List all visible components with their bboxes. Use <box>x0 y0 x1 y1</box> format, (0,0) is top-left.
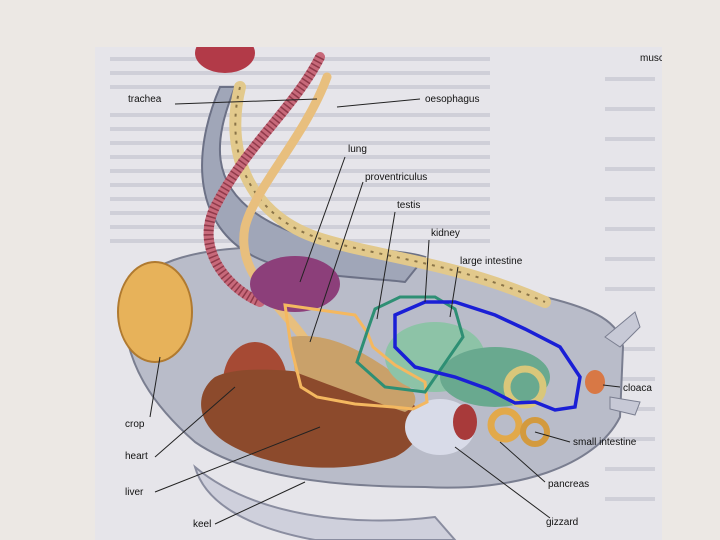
label-liver: liver <box>125 487 144 498</box>
label-cloaca: cloaca <box>623 383 652 394</box>
teal-outline <box>355 295 465 394</box>
keel-shape <box>193 464 457 540</box>
leader-lines <box>149 98 621 525</box>
spine <box>229 81 551 308</box>
cloaca-shape <box>585 370 605 394</box>
label-oesophagus: oesophagus <box>425 94 480 105</box>
label-gizzard: gizzard <box>546 517 579 528</box>
label-lung: lung <box>348 144 367 155</box>
label-keel: keel <box>193 519 212 530</box>
label-proventriculus: proventriculus <box>365 172 428 183</box>
label-heart: heart <box>125 451 148 462</box>
crop-shape <box>117 261 193 363</box>
anatomy-drawing <box>110 47 655 540</box>
head-shape <box>195 47 255 73</box>
large-intestine-shape <box>440 347 550 407</box>
label-pancreas: pancreas <box>548 479 590 490</box>
bird-anatomy-figure: trachea oesophagus lung proventriculus t… <box>95 47 662 540</box>
label-testis: testis <box>397 200 421 211</box>
label-small-intestine: small intestine <box>573 437 637 448</box>
blue-outline <box>393 300 582 412</box>
label-large-intestine: large intestine <box>460 256 523 267</box>
label-trachea: trachea <box>128 94 162 105</box>
lung-shape <box>250 256 340 312</box>
label-kidney: kidney <box>431 228 460 239</box>
orange-outline <box>283 303 429 411</box>
small-intestine-coil <box>503 365 547 409</box>
oesophagus-shape <box>239 72 332 352</box>
label-crop: crop <box>125 419 145 430</box>
label-muscle: musc <box>640 53 662 64</box>
proventriculus-shape <box>290 336 416 412</box>
